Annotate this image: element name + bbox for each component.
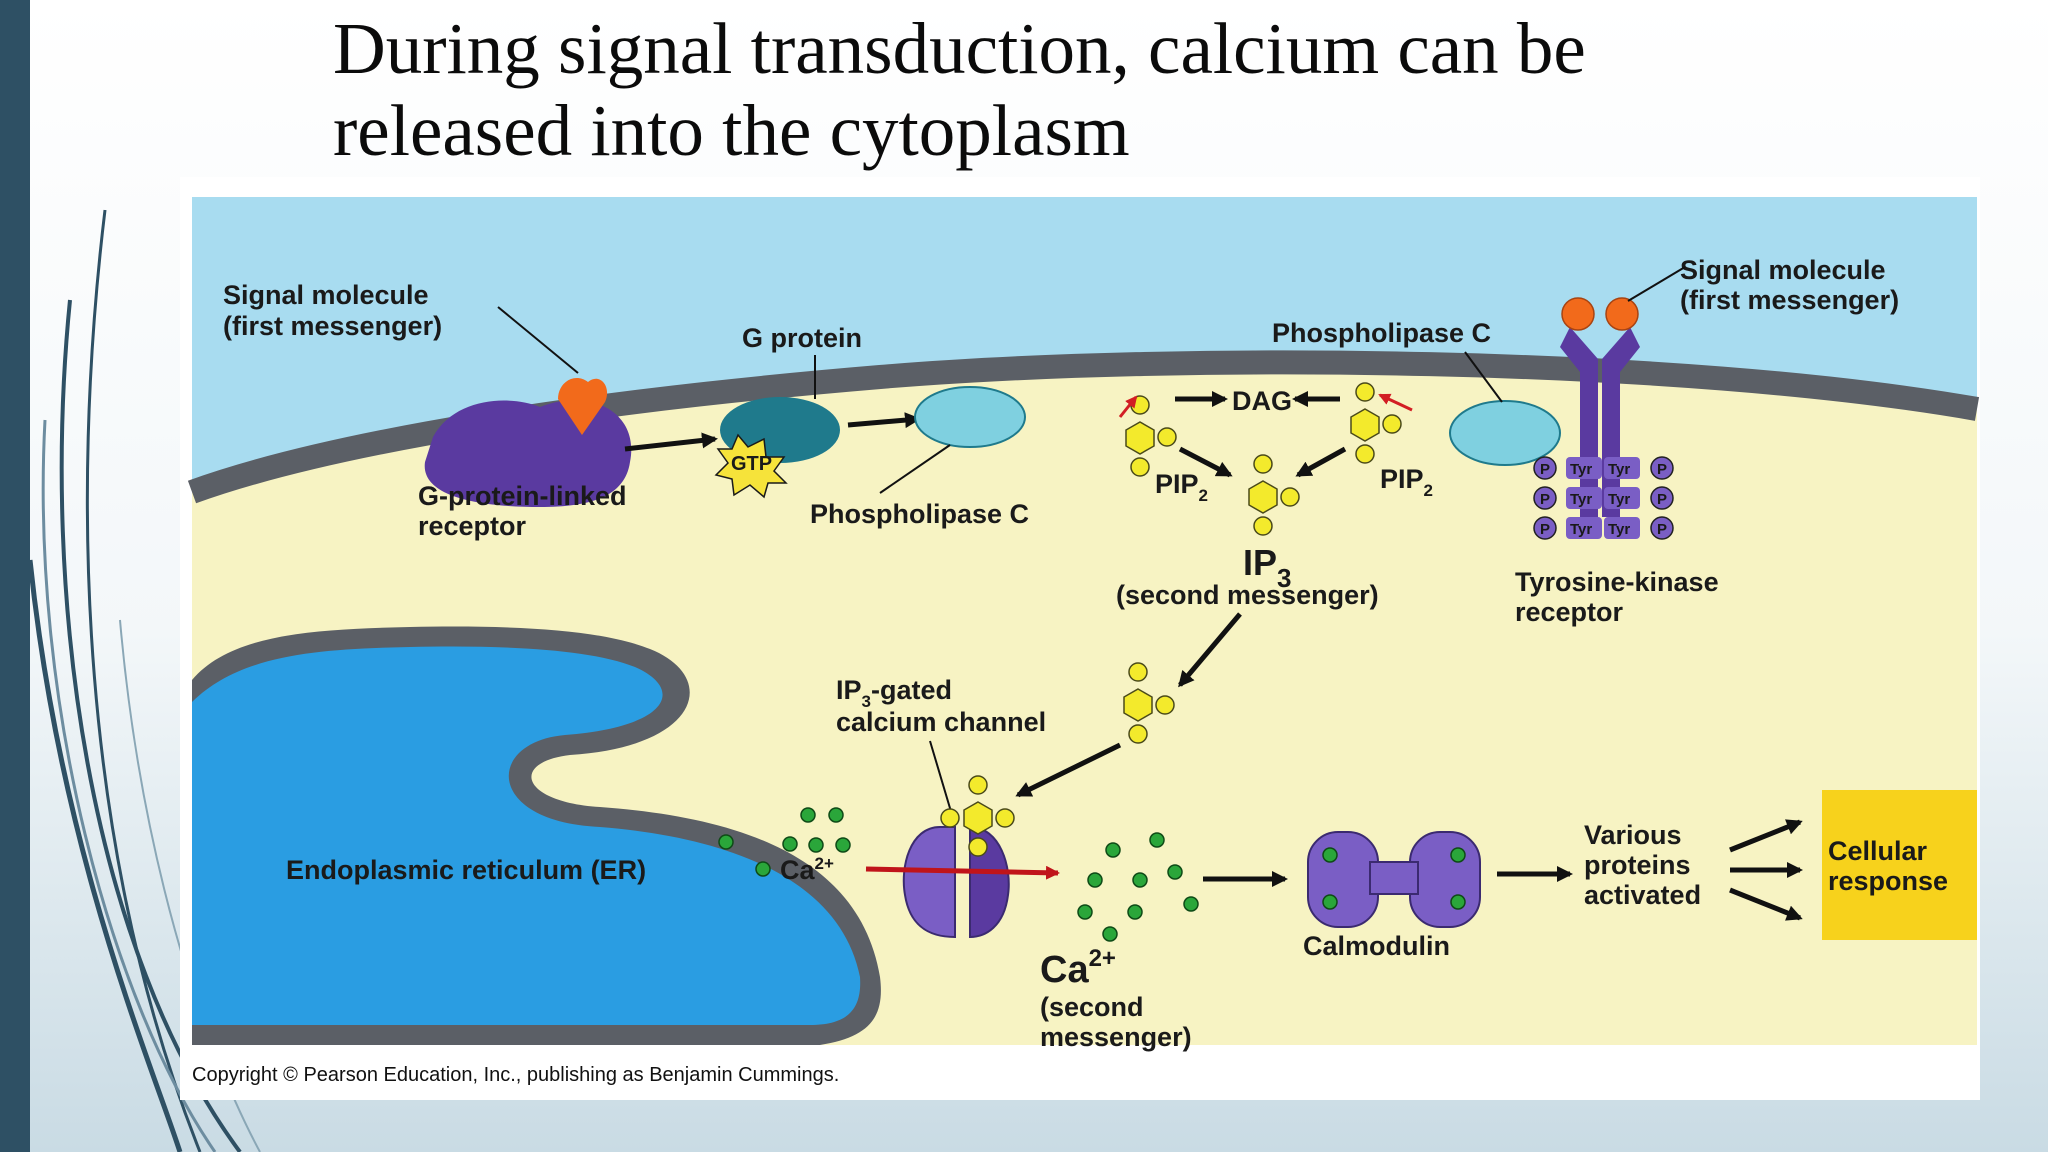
arrow-pip2-right-to-ip3 <box>1295 446 1347 478</box>
pip2-left-molecule <box>1125 395 1177 477</box>
pip2-right-sub: 2 <box>1424 481 1433 500</box>
tyrosine-kinase-receptor-shape <box>1533 297 1674 540</box>
ca-second-messenger-line1: (second <box>1040 992 1144 1022</box>
signal-molecule-left-shape <box>558 378 608 435</box>
signal-molecule-right-line2: (first messenger) <box>1680 285 1899 315</box>
slide-title-line-1: During signal transduction, calcium can … <box>333 8 1586 89</box>
various-proteins-line3: activated <box>1584 880 1701 910</box>
copyright-notice: Copyright © Pearson Education, Inc., pub… <box>192 1064 840 1086</box>
signal-molecule-right-line1: Signal molecule <box>1680 255 1886 285</box>
slide-title-line-2: released into the cytoplasm <box>333 90 1130 171</box>
svg-text:Tyr: Tyr <box>1608 461 1630 478</box>
arrow-pip2-left-to-ip3 <box>1178 446 1233 478</box>
ip3-gated-channel-label-line1: IP3-gated <box>836 675 952 711</box>
gtp-label: GTP <box>731 453 772 475</box>
svg-text:P: P <box>1540 491 1550 508</box>
signal-molecule-left-line1: Signal molecule <box>223 280 429 310</box>
tyrosine-kinase-receptor-line2: receptor <box>1515 597 1624 627</box>
pip2-left-label: PIP2 <box>1155 469 1208 505</box>
phospholipase-c-left-shape <box>914 386 1026 448</box>
arrow-to-response-down <box>1729 887 1803 921</box>
svg-text:Tyr: Tyr <box>1570 521 1592 538</box>
svg-text:P: P <box>1657 491 1667 508</box>
phospholipase-c-right-shape <box>1449 400 1561 466</box>
left-accent-bar <box>0 0 30 1152</box>
cytoplasm-calcium-ions <box>1077 832 1199 942</box>
phospholipase-c-lower-label: Phospholipase C <box>810 499 1029 529</box>
ip3-molecule <box>1248 454 1300 536</box>
pip2-left-base: PIP <box>1155 469 1199 499</box>
svg-text:Tyr: Tyr <box>1608 521 1630 538</box>
red-arrow-pip2-left <box>1118 395 1138 418</box>
gtp-star <box>714 433 788 499</box>
signal-transduction-figure: Signal molecule (first messenger) G-prot… <box>180 177 1980 1100</box>
calmodulin-shape <box>1307 831 1481 928</box>
svg-text:P: P <box>1540 521 1550 538</box>
gpcr-label-line2: receptor <box>418 511 527 541</box>
extracellular-space <box>192 197 1977 492</box>
pip2-right-label: PIP2 <box>1380 464 1433 500</box>
svg-text:Tyr: Tyr <box>1570 461 1592 478</box>
ca-small-label: Ca2+ <box>780 854 834 885</box>
red-arrow-pip2-right <box>1378 393 1413 412</box>
arrow-gprotein-to-plc <box>847 412 921 429</box>
phospholipase-c-upper-label: Phospholipase C <box>1272 318 1491 348</box>
pip2-right-molecule <box>1350 382 1402 464</box>
red-arrow-calcium-release <box>865 865 1060 880</box>
dag-label: DAG <box>1232 386 1292 416</box>
ip3-label: IP3 <box>1243 542 1291 593</box>
ip3-sub: 3 <box>1277 563 1291 593</box>
svg-text:Tyr: Tyr <box>1608 491 1630 508</box>
svg-text:P: P <box>1657 521 1667 538</box>
ip3-travelling-molecule <box>1123 662 1175 744</box>
endoplasmic-reticulum-lumen <box>192 646 861 1025</box>
ip3-base: IP <box>1243 542 1277 583</box>
arrow-receptor-to-gprotein <box>624 432 718 452</box>
cellular-response-line1: Cellular <box>1828 836 1928 866</box>
er-calcium-ions <box>718 807 851 877</box>
cellular-response-line2: response <box>1828 866 1948 896</box>
ip3-second-messenger-label: (second messenger) <box>1116 580 1379 610</box>
ca-second-messenger-label: Ca2+ <box>1040 945 1116 991</box>
arrow-to-response-up <box>1729 819 1803 853</box>
tyrosine-kinase-receptor-line1: Tyrosine-kinase <box>1515 567 1719 597</box>
tyrosine-phosphate-labels: P P P P P P Tyr Tyr Tyr Tyr Tyr Tyr <box>1540 461 1667 538</box>
signal-molecule-left-line2: (first messenger) <box>223 311 442 341</box>
slide-title: During signal transduction, calcium can … <box>333 8 1893 172</box>
gpcr-label-line1: G-protein-linked <box>418 481 627 511</box>
diagram-canvas: Signal molecule (first messenger) G-prot… <box>187 197 1980 1052</box>
ip3-gated-channel-label-line2: calcium channel <box>836 707 1046 737</box>
svg-text:P: P <box>1540 461 1550 478</box>
various-proteins-line1: Various <box>1584 820 1682 850</box>
plasma-membrane <box>187 350 1980 504</box>
svg-text:Tyr: Tyr <box>1570 491 1592 508</box>
svg-text:P: P <box>1657 461 1667 478</box>
calmodulin-label: Calmodulin <box>1303 931 1450 961</box>
various-proteins-line2: proteins <box>1584 850 1691 880</box>
arrow-ip3-down <box>1178 612 1242 688</box>
pip2-left-sub: 2 <box>1199 486 1208 505</box>
arrow-ip3-to-channel <box>1015 742 1122 798</box>
ca-second-messenger-line2: messenger) <box>1040 1022 1192 1052</box>
g-protein-label: G protein <box>742 323 862 353</box>
pip2-right-base: PIP <box>1380 464 1424 494</box>
er-label: Endoplasmic reticulum (ER) <box>286 855 646 885</box>
cellular-response-box <box>1822 790 1977 940</box>
ip3-bound-molecule <box>940 775 1015 857</box>
